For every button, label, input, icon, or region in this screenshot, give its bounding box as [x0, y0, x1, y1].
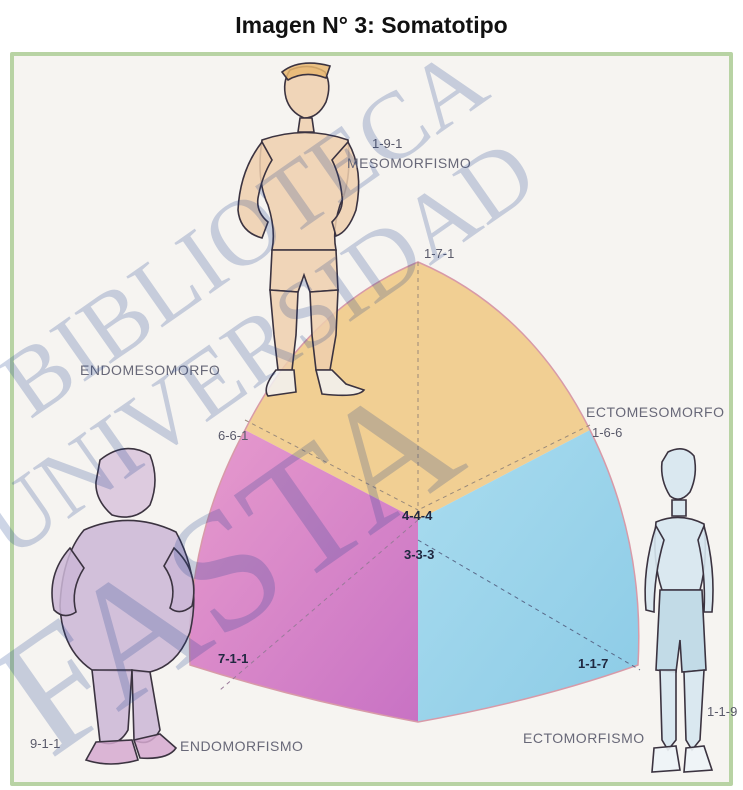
- ectomorph-figure: [645, 449, 713, 772]
- upper-right-code-label: 1-6-6: [592, 425, 622, 440]
- right-edge-code-label: 1-1-9: [707, 704, 737, 719]
- ectomesomorph-label: ECTOMESOMORFO: [586, 404, 724, 420]
- right-inner-code-label: 1-1-7: [578, 656, 608, 671]
- ectomorphism-label: ECTOMORFISMO: [523, 730, 645, 746]
- endomorphism-label: ENDOMORFISMO: [180, 738, 303, 754]
